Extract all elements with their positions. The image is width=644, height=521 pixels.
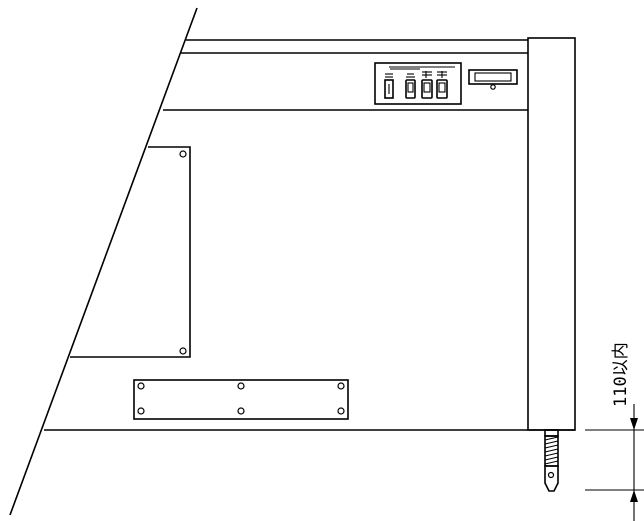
access-panel-screw — [179, 347, 187, 355]
dimension-110: 110以内 — [585, 342, 644, 521]
dimension-label: 110以内 — [611, 342, 631, 407]
name-plate-outline — [133, 379, 349, 420]
latch-screw — [490, 84, 496, 90]
name-plate-screw — [337, 407, 345, 415]
latch-slot-inner — [474, 72, 512, 82]
access-panel-outline — [70, 146, 191, 358]
name-plate-screw — [137, 382, 145, 390]
toggle-switch-4 — [436, 71, 448, 99]
control-panel — [374, 62, 462, 105]
side-post — [527, 37, 576, 431]
latch-slot — [468, 69, 518, 90]
name-plate-screw — [137, 407, 145, 415]
break-line — [9, 7, 198, 516]
toggle-switch-3 — [421, 71, 433, 99]
name-plate-screw — [237, 407, 245, 415]
access-panel-screw — [179, 150, 187, 158]
access-panel — [70, 146, 191, 358]
name-plate-screw — [337, 382, 345, 390]
toggle-switch-2 — [405, 73, 416, 99]
name-plate-screw — [237, 382, 245, 390]
toggle-switch-1 — [384, 73, 394, 99]
foot-pad — [544, 465, 559, 492]
arrow-top — [630, 418, 638, 430]
foot-hole — [547, 471, 555, 479]
name-plate — [133, 379, 349, 420]
foot-collar — [544, 429, 559, 437]
latch-slot-outer — [468, 69, 518, 85]
control-panel-frame — [374, 62, 462, 105]
arrow-bottom — [630, 490, 638, 502]
adjustable-foot — [544, 429, 559, 492]
